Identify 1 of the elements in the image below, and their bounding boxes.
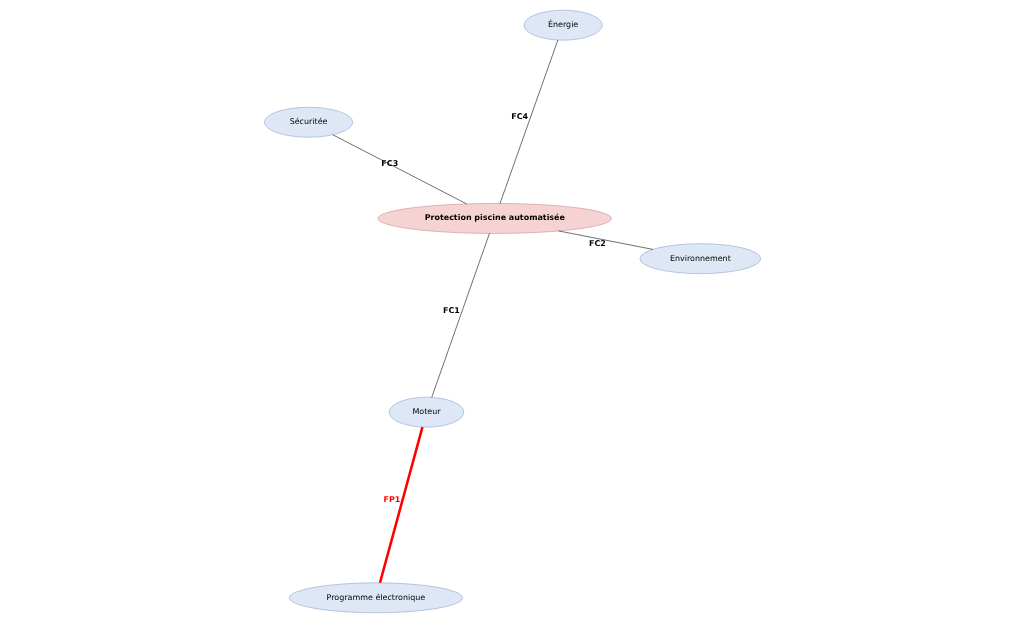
connector xyxy=(378,426,424,584)
